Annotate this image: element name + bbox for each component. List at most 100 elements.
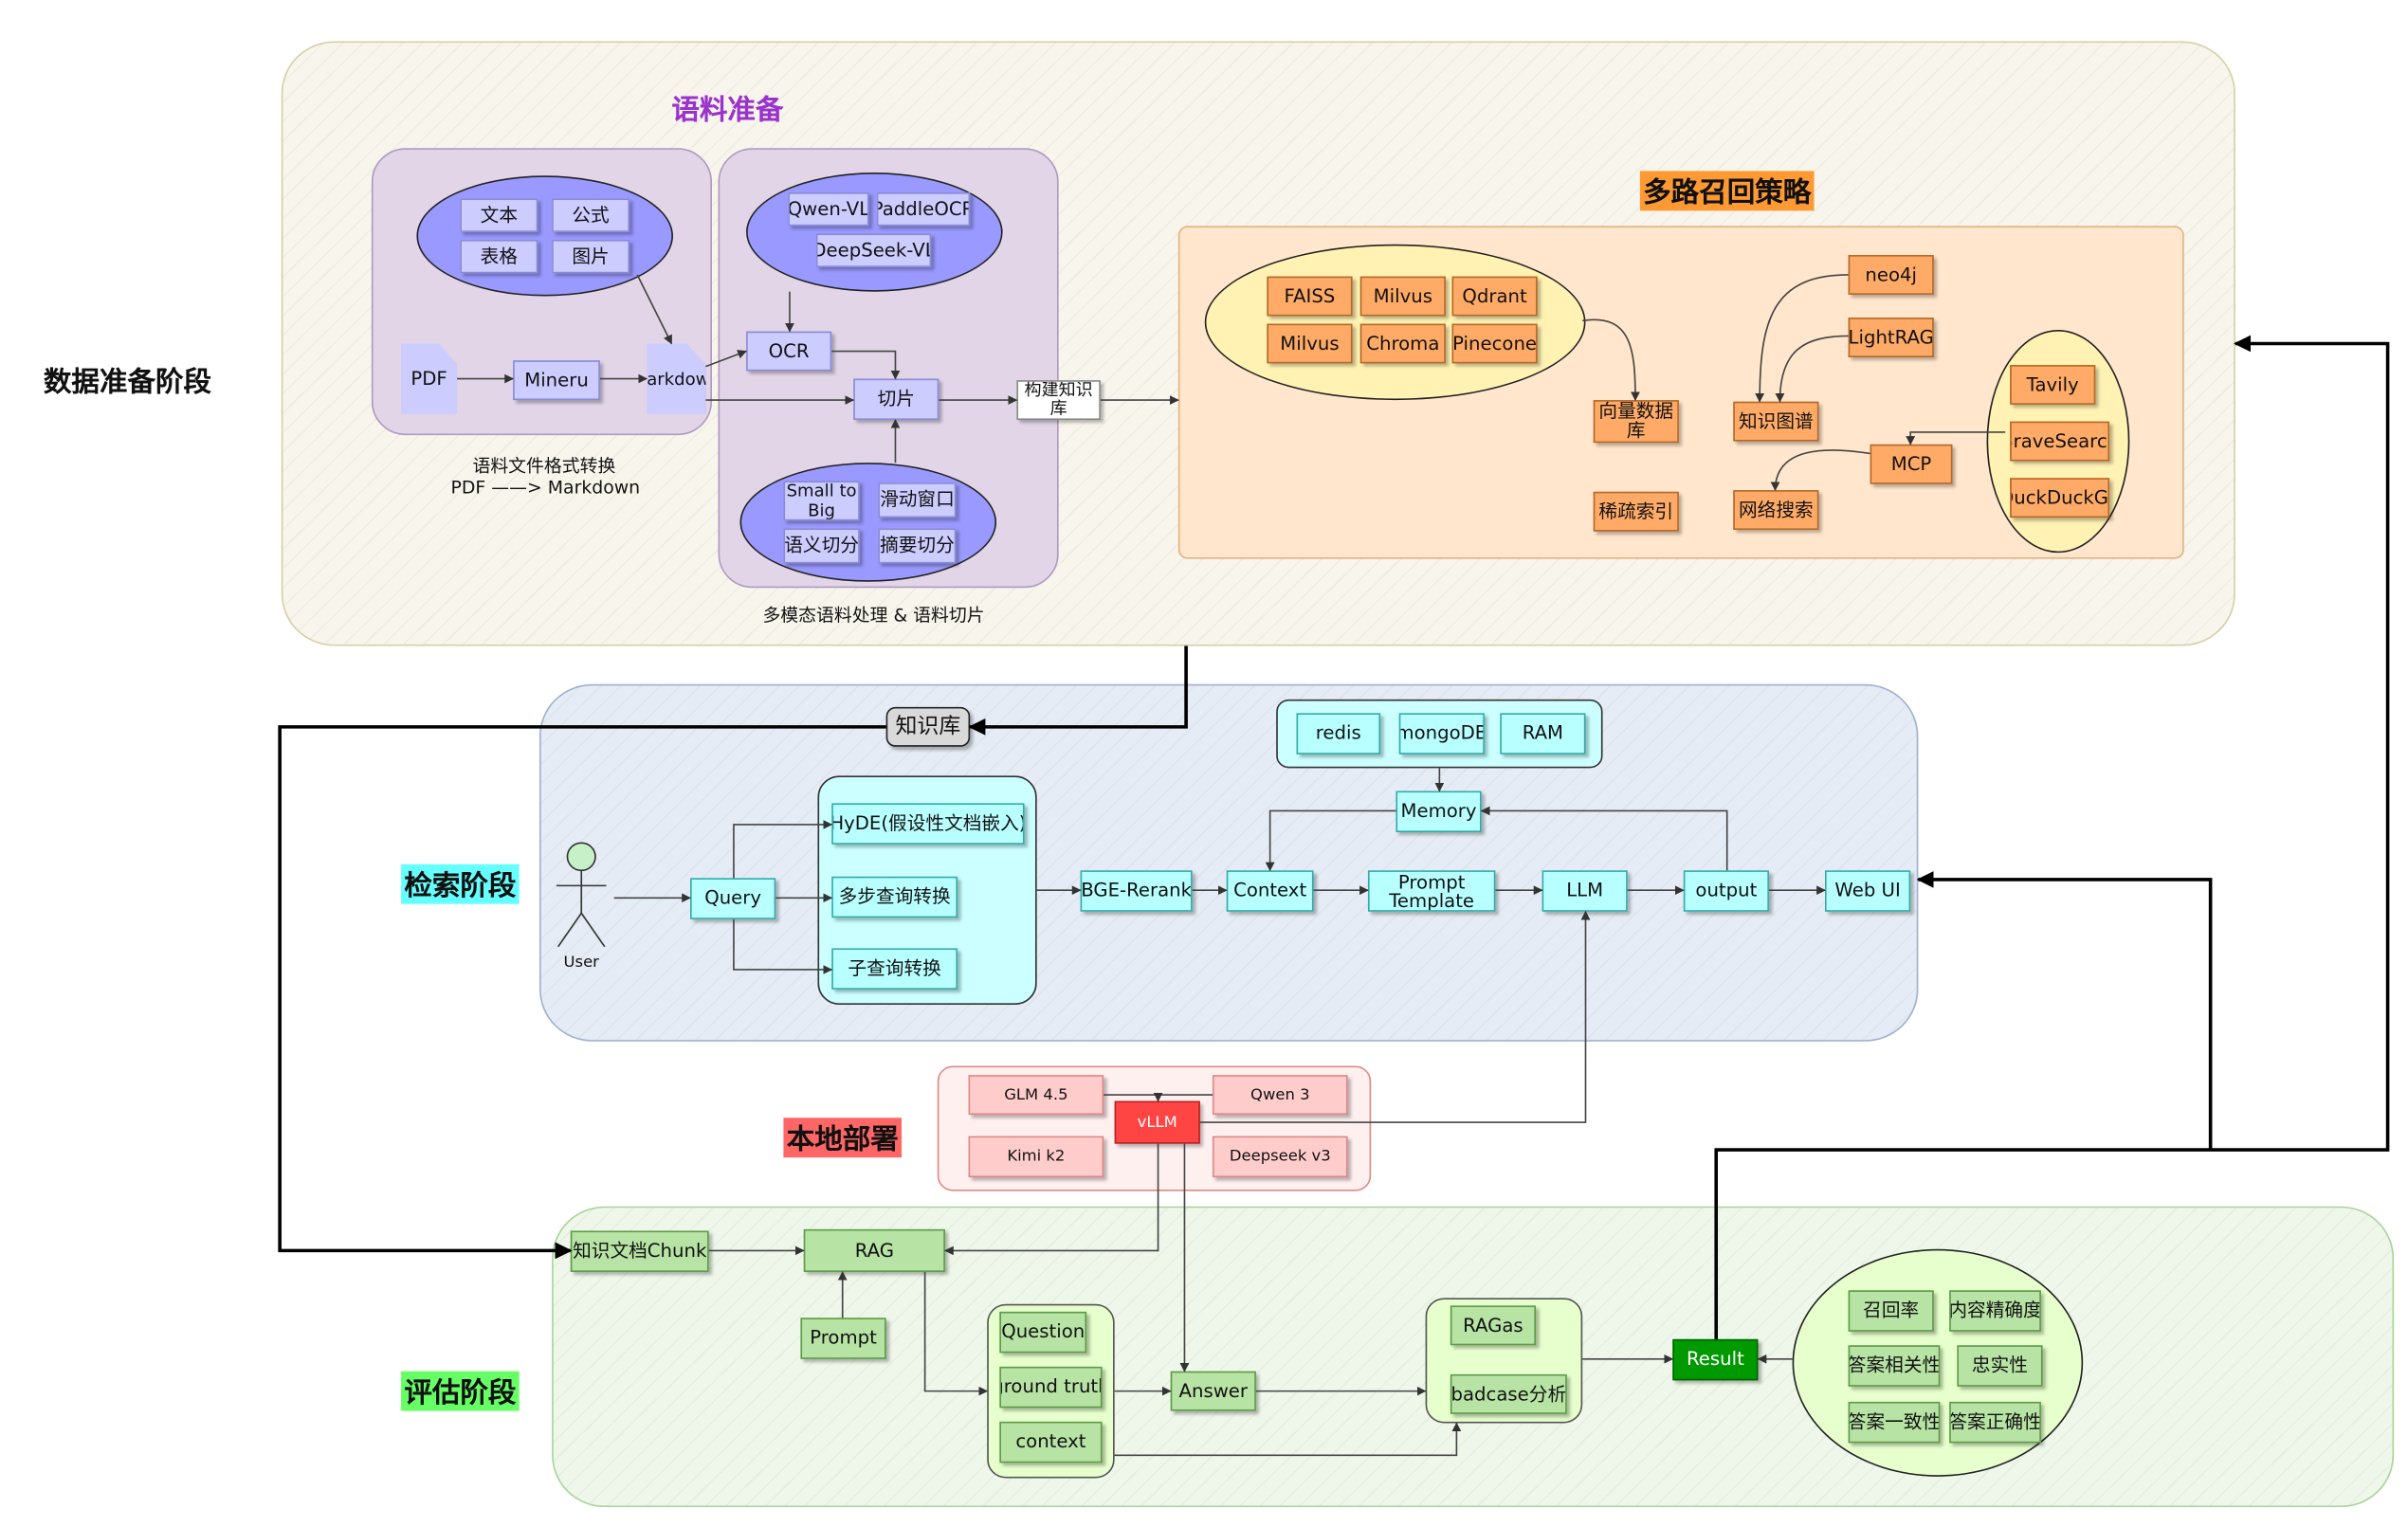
store-ram: RAM	[1500, 713, 1586, 754]
chunk-method-small-to-big: Small to Big	[783, 481, 860, 521]
edge-models-vllm	[1104, 1095, 1213, 1100]
edge-context-ragas	[1114, 1422, 1462, 1457]
mineru-node: Mineru	[513, 360, 600, 401]
chunk-node: 切片	[853, 378, 939, 421]
metric-consistency: 答案一致性	[1848, 1401, 1941, 1444]
format-text: 文本	[460, 198, 538, 232]
output-node: output	[1683, 870, 1769, 912]
edge-query-hyde	[733, 820, 833, 879]
search-engine-tavily: Tavily	[2010, 365, 2096, 405]
edge-recall-kb	[968, 645, 1188, 736]
edge-engines-mcp	[1906, 431, 2006, 445]
transform-subquery: 子查询转换	[831, 948, 958, 990]
format-table: 表格	[460, 239, 538, 274]
chunk-method-sliding-window: 滑动窗口	[878, 482, 957, 518]
search-engine-bravesearch: BraveSearch	[2010, 421, 2110, 462]
metric-correctness: 答案正确性	[1949, 1401, 2041, 1444]
dataset-context: context	[999, 1421, 1103, 1463]
sparse-index-node: 稀疏索引	[1593, 491, 1679, 532]
edge-result-webui	[1916, 871, 2213, 1151]
web-search-node: 网络搜索	[1733, 490, 1819, 531]
chunk-method-semantic: 语义切分	[783, 528, 860, 564]
edge-output-memory	[1480, 806, 1728, 871]
transform-multistep: 多步查询转换	[831, 876, 958, 918]
dataset-question: Question	[999, 1311, 1087, 1354]
stage-label-local-deploy: 本地部署	[783, 1118, 903, 1158]
metric-relevance: 答案相关性	[1848, 1345, 1941, 1387]
user-label: User	[563, 954, 599, 972]
knowledge-graph-node: 知识图谱	[1733, 401, 1819, 442]
query-node: Query	[690, 878, 776, 919]
edge-neo4j-kg	[1755, 274, 1849, 403]
vector-dbs-ellipse	[1204, 244, 1586, 401]
dataset-ground-truth: ground truth	[999, 1366, 1103, 1409]
edge-result-recall	[1714, 335, 2390, 1339]
format-image: 图片	[552, 239, 630, 274]
edge-rag-dataset	[923, 1271, 989, 1396]
metric-precision: 内容精确度	[1949, 1290, 2041, 1332]
neo4j-node: neo4j	[1848, 255, 1934, 295]
answer-node: Answer	[1170, 1371, 1256, 1411]
bge-rerank-node: BGE-Rerank	[1080, 870, 1193, 912]
metric-faithfulness: 忠实性	[1957, 1345, 2043, 1387]
eval-prompt-node: Prompt	[800, 1318, 886, 1359]
edge-mcp-websearch	[1770, 449, 1870, 492]
ocr-model-paddleocr: PaddleOCR	[876, 191, 971, 227]
edge-formats-markdown	[636, 274, 673, 345]
stage-label-data-prep: 数据准备阶段	[43, 366, 211, 399]
store-mongodb: mongoDB	[1398, 713, 1485, 754]
eval-chunk-node: 知识文档Chunk	[570, 1230, 709, 1272]
formats-ellipse	[416, 175, 673, 297]
vector-db-milvus-2: Milvus	[1267, 323, 1353, 364]
format-formula: 公式	[552, 198, 630, 232]
edge-query-subquery	[733, 918, 833, 974]
ocr-node: OCR	[746, 331, 832, 372]
ocr-model-qwen-vl: Qwen-VL	[788, 191, 869, 227]
edge-ocr-chunk	[831, 350, 901, 380]
vector-database-node: 向量数据库	[1593, 400, 1679, 444]
badcase-node: badcase分析	[1450, 1373, 1567, 1414]
retrieval-region	[538, 683, 1919, 1042]
metric-recall: 召回率	[1848, 1290, 1934, 1332]
result-node: Result	[1672, 1338, 1759, 1381]
markdown-document-icon: Markdown	[647, 343, 706, 414]
pdf-document-icon: PDF	[401, 343, 458, 414]
vector-db-faiss: FAISS	[1267, 276, 1353, 317]
search-engine-duckduckgo: DuckDuckGo	[2010, 478, 2110, 518]
conversion-caption-2: PDF ——> Markdown	[450, 476, 641, 499]
model-glm: GLM 4.5	[968, 1075, 1104, 1116]
model-qwen3: Qwen 3	[1212, 1075, 1348, 1116]
recall-title: 多路召回策略	[1639, 171, 1815, 211]
vector-db-milvus-1: Milvus	[1359, 276, 1446, 317]
lightrag-node: LightRAG	[1848, 318, 1934, 357]
ocr-model-deepseek-vl: DeepSeek-VL	[815, 233, 932, 267]
edge-kb-eval-chunk	[278, 725, 886, 1260]
store-redis: redis	[1296, 713, 1381, 754]
edge-markdown-ocr	[705, 350, 747, 368]
edge-vectordbs-vectordb	[1582, 318, 1640, 402]
vector-db-chroma: Chroma	[1359, 323, 1446, 364]
stage-label-retrieval: 检索阶段	[401, 863, 520, 904]
transform-hyde: HyDE(假设性文档嵌入)	[831, 803, 1025, 845]
markdown-label: Markdown	[631, 369, 721, 389]
model-deepseek: Deepseek v3	[1212, 1136, 1348, 1178]
edge-lightrag-kg	[1775, 335, 1849, 403]
chunk-method-summary: 摘要切分	[878, 528, 957, 564]
model-kimi: Kimi k2	[968, 1136, 1104, 1178]
edge-memory-context	[1265, 809, 1396, 872]
conversion-caption-1: 语料文件格式转换	[472, 455, 616, 477]
vector-db-pinecone: Pinecone	[1451, 323, 1538, 364]
edge-vllm-llm	[1199, 910, 1591, 1123]
processing-caption: 多模态语料处理 & 语料切片	[762, 604, 985, 627]
knowledge-base-node: 知识库	[885, 706, 971, 747]
vector-db-qdrant: Qdrant	[1451, 276, 1538, 317]
edge-vllm-rag	[943, 1143, 1159, 1256]
stage-label-evaluation: 评估阶段	[401, 1371, 520, 1411]
memory-node: Memory	[1396, 791, 1482, 832]
pdf-label: PDF	[410, 368, 447, 390]
user-actor-icon	[549, 840, 614, 962]
ragas-node: RAGas	[1450, 1305, 1537, 1346]
corpus-title: 语料准备	[671, 94, 784, 127]
